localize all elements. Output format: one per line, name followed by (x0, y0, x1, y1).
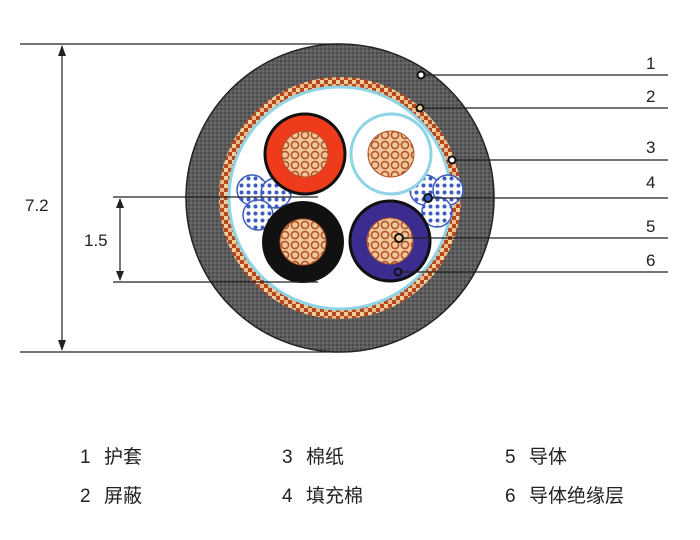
core-dimension: 1.5 (84, 196, 318, 283)
callout-3: 3 (447, 138, 668, 165)
core-diameter-label: 1.5 (84, 231, 108, 250)
arrow-up-icon (116, 198, 124, 208)
callout-marker-icon (447, 155, 457, 165)
svg-text:2: 2 (646, 87, 655, 106)
svg-text:6: 6 (646, 251, 655, 270)
cable (185, 43, 495, 353)
core-white (349, 112, 433, 196)
callout-4: 4 (423, 173, 668, 203)
callout-2: 2 (415, 87, 668, 113)
core-blue (348, 199, 432, 283)
svg-text:5: 5 (646, 217, 655, 236)
svg-text:3: 3 (646, 138, 655, 157)
svg-text:1: 1 (646, 54, 655, 73)
arrow-down-icon (116, 271, 124, 281)
callout-1: 1 (416, 54, 668, 80)
callout-marker-icon (393, 267, 403, 277)
core-black (262, 201, 344, 283)
callout-6: 6 (393, 251, 668, 277)
arrow-down-icon (58, 340, 66, 351)
callout-5: 5 (394, 217, 668, 243)
arrow-up-icon (58, 45, 66, 56)
outer-diameter-label: 7.2 (25, 196, 49, 215)
callout-marker-icon (394, 233, 404, 243)
callout-marker-icon (416, 70, 426, 80)
svg-text:4: 4 (646, 173, 655, 192)
callout-marker-icon (423, 193, 433, 203)
callout-marker-icon (415, 103, 425, 113)
core-red (263, 112, 347, 196)
outer-dimension: 7.2 (20, 43, 340, 353)
